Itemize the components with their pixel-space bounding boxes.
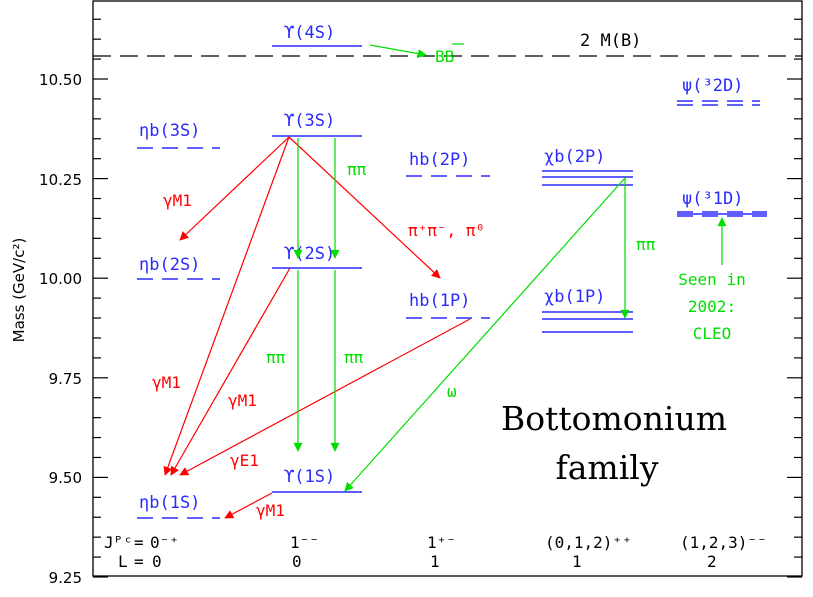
jpc-col-3: (0,1,2)⁺⁺ [545, 533, 632, 552]
arrow-1s-to-etab1s [224, 492, 273, 519]
label-upsilon-2s: ϒ(2S) [284, 244, 335, 264]
arrow-4s-to-bb [369, 44, 427, 59]
label-omega: ω [447, 382, 457, 401]
jpc-col-1: 1⁻⁻ [290, 533, 319, 552]
label-gamma-m1-a: γM1 [163, 191, 192, 210]
tick-label-1050: 10.50 [39, 71, 82, 89]
l-col-3: 1 [572, 552, 582, 571]
arrow-hb1p-to-etab1s [179, 318, 471, 476]
label-upsilon-4s: ϒ(4S) [284, 23, 335, 43]
l-equals: = [134, 552, 144, 571]
title-line2: family [556, 448, 659, 487]
label-psi-1d: ψ(³1D) [682, 189, 743, 209]
label-pipi-chib: ππ [636, 235, 656, 254]
tick-label-1025: 10.25 [39, 171, 82, 189]
label-chib-1p: χb(1P) [544, 287, 605, 307]
jpc-row-label: Jᴾᶜ [104, 533, 133, 552]
label-bb: BB [435, 47, 454, 66]
cleo-annotation: Seen in 2002: CLEO [678, 270, 745, 343]
title-line1: Bottomonium [501, 399, 727, 438]
label-gamma-m1-d: γM1 [256, 501, 285, 520]
label-pipi-3s2s: ππ [347, 160, 367, 179]
plot-frame [92, 0, 803, 577]
jpc-col-4: (1,2,3)⁻⁻ [680, 533, 767, 552]
label-upsilon-3s: ϒ(3S) [284, 111, 335, 131]
energy-levels [137, 45, 767, 519]
tick-label-925: 9.25 [49, 569, 82, 587]
threshold-label: 2 M(B) [580, 31, 641, 51]
label-gamma-m1-c: γM1 [228, 391, 257, 410]
y-tick-labels: 9.25 9.50 9.75 10.00 10.25 10.50 [39, 71, 82, 587]
label-gamma-e1: γE1 [230, 451, 259, 470]
label-hb-2p: hb(2P) [409, 150, 470, 170]
label-hb-1p: hb(1P) [409, 291, 470, 311]
jpc-equals: = [134, 533, 144, 552]
label-upsilon-1s: ϒ(1S) [284, 467, 335, 487]
label-chib-2p: χb(2P) [544, 147, 605, 167]
y-axis-ticks [93, 18, 802, 578]
l-col-2: 1 [430, 552, 440, 571]
transition-labels: γM1 γM1 γM1 γE1 γM1 π⁺π⁻, π⁰ ππ ππ ππ ππ… [152, 47, 656, 520]
l-col-0: 0 [152, 552, 162, 571]
tick-label-950: 9.50 [49, 469, 82, 487]
quantum-number-rows: Jᴾᶜ = L = 0⁻⁺ 0 1⁻⁻ 0 1⁺⁻ 1 (0,1,2)⁺⁺ 1 … [104, 533, 767, 571]
arrow-3s-to-hb1p [288, 136, 441, 279]
diagram-title: Bottomonium family [501, 399, 727, 487]
l-col-1: 0 [292, 552, 302, 571]
label-etab-2s: ηb(2S) [139, 255, 200, 275]
label-etab-1s: ηb(1S) [139, 493, 200, 513]
label-gamma-m1-b: γM1 [152, 373, 181, 392]
green-transitions [293, 44, 727, 492]
arrow-3s-to-etab2s [179, 136, 290, 241]
label-psi-2d: ψ(³2D) [682, 76, 743, 96]
tick-label-1000: 10.00 [39, 270, 82, 288]
annotation-line3: CLEO [693, 324, 732, 343]
label-pipm-pi0: π⁺π⁻, π⁰ [408, 221, 485, 240]
annotation-line2: 2002: [688, 297, 736, 316]
arrow-3s-to-etab1s [163, 136, 290, 476]
l-col-4: 2 [707, 552, 717, 571]
state-labels: ϒ(4S) ϒ(3S) ϒ(2S) ϒ(1S) ηb(3S) ηb(2S) ηb… [139, 23, 743, 513]
label-pipi-2s1s-b: ππ [344, 348, 364, 367]
jpc-col-2: 1⁺⁻ [427, 533, 456, 552]
tick-label-975: 9.75 [49, 370, 82, 388]
label-etab-3s: ηb(3S) [139, 121, 200, 141]
red-transitions [163, 136, 471, 519]
arrow-2s-to-etab1s [170, 267, 291, 476]
label-pipi-2s1s-a: ππ [266, 348, 286, 367]
y-axis-label: Mass (GeV/c²) [10, 238, 28, 343]
jpc-col-0: 0⁻⁺ [150, 533, 179, 552]
annotation-line1: Seen in [678, 270, 745, 289]
l-row-label: L [118, 552, 128, 571]
arrow-chib2p-to-1s [344, 177, 626, 492]
